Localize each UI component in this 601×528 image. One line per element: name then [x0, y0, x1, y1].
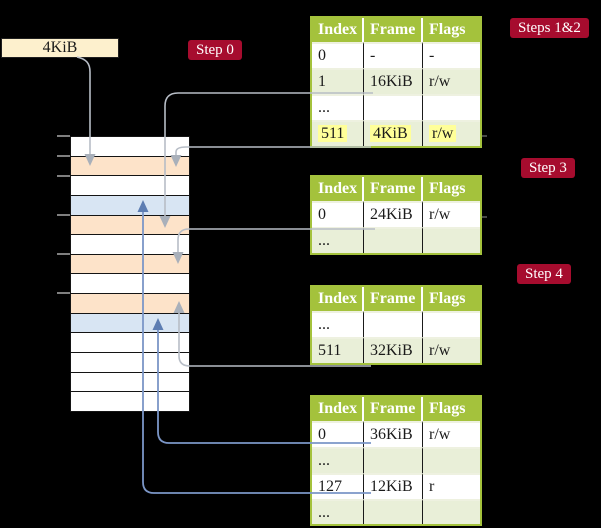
- table-cell: [423, 499, 480, 524]
- memory-row-free: [71, 353, 189, 373]
- table-row: 0--: [312, 42, 480, 68]
- table-cell: 32KiB: [364, 337, 423, 363]
- table-cell: r/w: [423, 201, 480, 227]
- page-size-label: 4KiB: [1, 38, 119, 58]
- table-cell: 0: [312, 201, 364, 227]
- table-cell: [423, 227, 480, 253]
- column-header: Index: [312, 287, 364, 311]
- memory-row-data-page: [71, 195, 189, 216]
- table-cell: [364, 499, 423, 524]
- memory-row-page-table: [71, 156, 189, 177]
- table-row: ...: [312, 447, 480, 473]
- column-header: Index: [312, 177, 364, 201]
- column-header: Flags: [423, 287, 480, 311]
- table-cell: ...: [312, 499, 364, 524]
- highlighted-value: 4KiB: [370, 125, 411, 142]
- column-header: Frame: [364, 177, 423, 201]
- table-cell: [364, 447, 423, 473]
- table-cell: 511: [312, 120, 364, 146]
- table-cell: ...: [312, 311, 364, 337]
- highlighted-value: r/w: [429, 125, 457, 142]
- ruler-tick: [57, 253, 70, 255]
- column-header: Index: [312, 18, 364, 42]
- highlighted-value: 511: [318, 125, 348, 142]
- table-cell: ...: [312, 94, 364, 120]
- table-cell: [364, 311, 423, 337]
- memory-row-page-table: [71, 254, 189, 275]
- column-header: Frame: [364, 287, 423, 311]
- table-cell: 36KiB: [364, 421, 423, 447]
- arrow-entry511-to-frame4: [175, 146, 371, 156]
- table-cell: 0: [312, 42, 364, 68]
- table-cell: [364, 94, 423, 120]
- table-cell: 24KiB: [364, 201, 423, 227]
- table-row: ...: [312, 94, 480, 120]
- table-cell: r/w: [423, 337, 480, 363]
- memory-row-free: [71, 137, 189, 157]
- table-cell: [423, 447, 480, 473]
- table-cell: 12KiB: [364, 473, 423, 499]
- ruler-tick: [57, 292, 70, 294]
- table-cell: r/w: [423, 120, 480, 146]
- table-cell: 0: [312, 421, 364, 447]
- column-header: Frame: [364, 18, 423, 42]
- steps-1-2-badge: Steps 1&2: [510, 18, 589, 38]
- memory-row-free: [71, 274, 189, 295]
- memory-row-free: [71, 372, 189, 393]
- table-row: ...: [312, 227, 480, 253]
- table-cell: r/w: [423, 421, 480, 447]
- table-cell: [423, 94, 480, 120]
- memory-row-data-page: [71, 313, 189, 334]
- table-cell: r/w: [423, 68, 480, 94]
- column-header: Flags: [423, 177, 480, 201]
- table-row: 511 4KiB r/w: [312, 120, 480, 146]
- table-cell: r: [423, 473, 480, 499]
- memory-row-page-table: [71, 294, 189, 314]
- table-row: ...: [312, 499, 480, 524]
- table-cell: 1: [312, 68, 364, 94]
- column-header: Frame: [364, 397, 423, 421]
- memory-row-free: [71, 333, 189, 354]
- column-header: Index: [312, 397, 364, 421]
- table-cell: ...: [312, 227, 364, 253]
- memory-column: [70, 136, 190, 412]
- column-header: Flags: [423, 397, 480, 421]
- column-header: Flags: [423, 18, 480, 42]
- ruler-tick: [57, 175, 70, 177]
- table-cell: -: [364, 42, 423, 68]
- step-4-badge: Step 4: [517, 264, 571, 284]
- step-3-badge: Step 3: [521, 158, 575, 178]
- memory-row-free: [71, 176, 189, 196]
- table-cell: -: [423, 42, 480, 68]
- table-cell: 127: [312, 473, 364, 499]
- table-cell: ...: [312, 447, 364, 473]
- table-cell: 4KiB: [364, 120, 423, 146]
- table-cell: 16KiB: [364, 68, 423, 94]
- table-cell: [364, 227, 423, 253]
- table-row: ...: [312, 311, 480, 337]
- ruler-tick: [57, 214, 70, 216]
- ruler-tick: [57, 135, 70, 137]
- memory-row-free: [71, 392, 189, 411]
- ruler-tick: [57, 155, 70, 157]
- table-cell: 511: [312, 337, 364, 363]
- step-0-badge: Step 0: [188, 40, 242, 60]
- memory-row-free: [71, 235, 189, 255]
- memory-row-page-table: [71, 215, 189, 236]
- table-cell: [423, 311, 480, 337]
